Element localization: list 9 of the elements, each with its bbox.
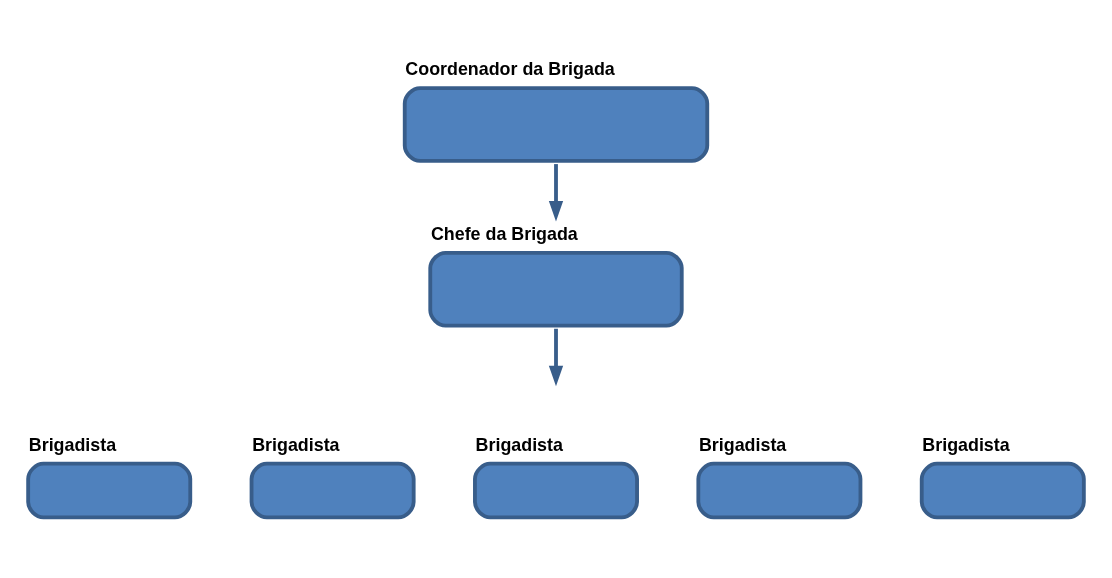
arrow	[548, 164, 564, 222]
node-label: Coordenador da Brigada	[405, 58, 615, 79]
node-label: Brigadista	[252, 434, 340, 455]
node-label: Brigadista	[475, 434, 563, 455]
node-label: Brigadista	[698, 434, 787, 455]
node-label: Brigadista	[28, 434, 117, 455]
node-label: Chefe da Brigada	[430, 223, 578, 244]
node-label: Brigadista	[922, 434, 1010, 455]
arrow	[548, 328, 564, 387]
